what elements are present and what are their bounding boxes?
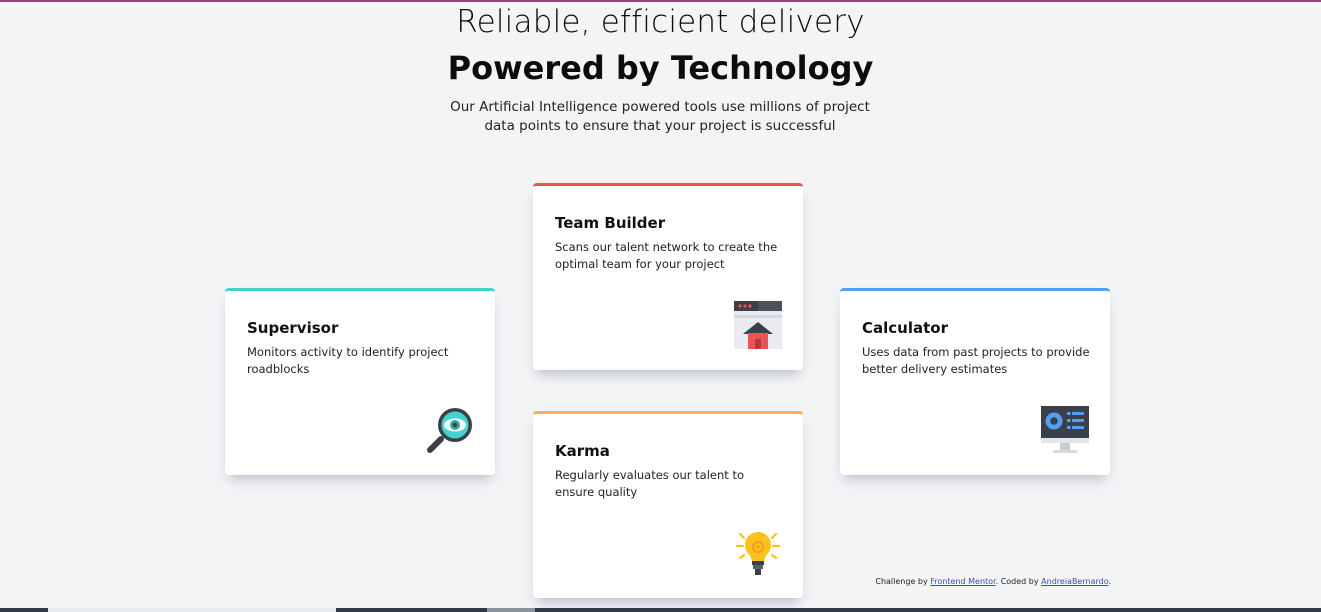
attribution-middle: . Coded by [995, 577, 1042, 586]
supervisor-icon [427, 408, 472, 453]
card-title: Supervisor [247, 319, 339, 337]
team-builder-icon [734, 301, 782, 349]
intro-text: Our Artificial Intelligence powered tool… [450, 99, 870, 134]
card-team-builder: Team Builder Scans our talent network to… [533, 183, 803, 370]
card-title: Karma [555, 442, 610, 460]
card-title: Calculator [862, 319, 948, 337]
card-supervisor: Supervisor Monitors activity to identify… [225, 288, 495, 475]
card-description: Regularly evaluates our talent to ensure… [555, 468, 744, 499]
card-title: Team Builder [555, 214, 666, 232]
attribution-suffix: . [1108, 577, 1111, 586]
card-calculator: Calculator Uses data from past projects … [840, 288, 1110, 475]
attribution-prefix: Challenge by [875, 577, 931, 586]
author-link[interactable]: AndreiaBernardo [1041, 577, 1109, 586]
attribution: Challenge by Frontend Mentor. Coded by A… [875, 577, 1111, 586]
card-description: Monitors activity to identify project ro… [247, 345, 449, 376]
page-subtitle: Reliable, efficient delivery [456, 4, 865, 40]
scrollbar-thumb[interactable] [487, 608, 535, 612]
frontend-mentor-link[interactable]: Frontend Mentor [930, 577, 996, 586]
card-karma: Karma Regularly evaluates our talent to … [533, 411, 803, 598]
card-description: Scans our talent network to create the o… [555, 240, 778, 271]
bottom-scrollbar[interactable] [0, 608, 1321, 612]
page-title: Powered by Technology [447, 49, 874, 87]
top-accent-line [0, 0, 1321, 2]
calculator-icon [1041, 406, 1089, 453]
card-description: Uses data from past projects to provide … [862, 345, 1090, 376]
karma-icon [735, 532, 781, 575]
scrollbar-segment [48, 608, 336, 612]
